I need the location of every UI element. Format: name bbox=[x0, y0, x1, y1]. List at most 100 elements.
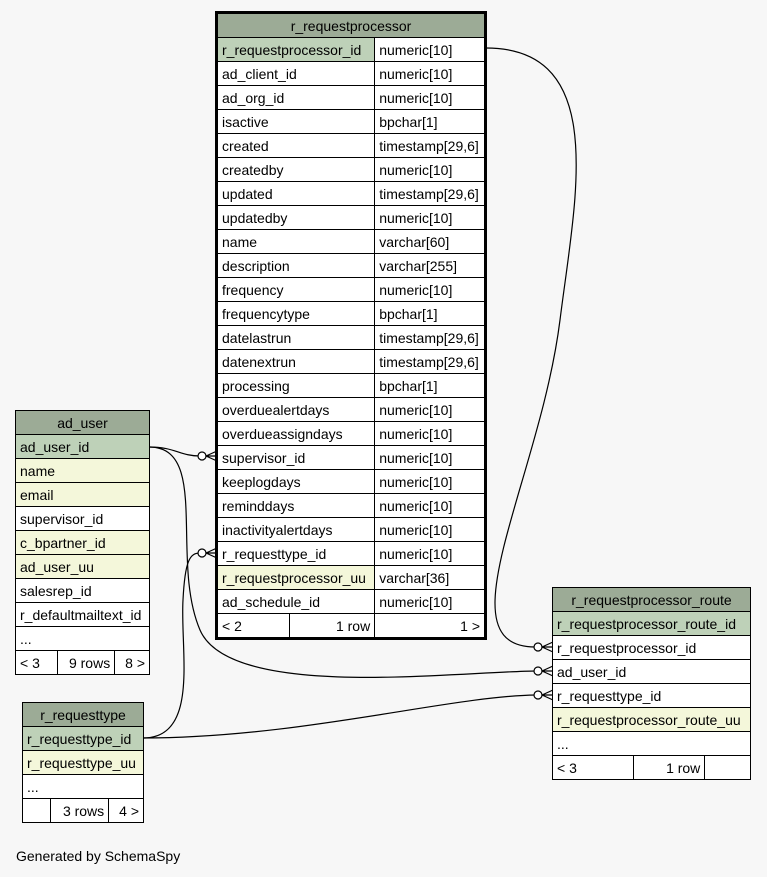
table-r-requestprocessor[interactable]: r_requestprocessor r_requestprocessor_id… bbox=[215, 11, 487, 640]
table-title[interactable]: r_requestprocessor bbox=[216, 12, 486, 38]
column-name[interactable]: ad_org_id bbox=[215, 85, 376, 110]
parents-count[interactable]: < 2 bbox=[216, 613, 290, 639]
column-name[interactable]: r_requestprocessor_id bbox=[215, 37, 376, 62]
column-name[interactable]: updated bbox=[215, 181, 376, 206]
column-name[interactable]: supervisor_id bbox=[15, 506, 150, 531]
column-name[interactable]: frequencytype bbox=[215, 301, 376, 326]
column-name[interactable]: ad_schedule_id bbox=[215, 589, 376, 614]
column-row[interactable]: c_bpartner_id bbox=[15, 530, 150, 555]
column-name[interactable]: updatedby bbox=[215, 205, 376, 230]
column-name[interactable]: overdueassigndays bbox=[215, 421, 376, 446]
column-name[interactable]: r_requestprocessor_route_uu bbox=[552, 707, 751, 732]
column-name[interactable]: datelastrun bbox=[215, 325, 376, 350]
column-row[interactable]: r_requestprocessor_route_uu bbox=[552, 707, 751, 732]
children-count[interactable]: 1 > bbox=[374, 613, 486, 639]
column-name[interactable]: frequency bbox=[215, 277, 376, 302]
column-name[interactable]: ... bbox=[22, 774, 144, 799]
column-name[interactable]: overduealertdays bbox=[215, 397, 376, 422]
parents-count[interactable]: < 3 bbox=[552, 755, 634, 780]
column-name[interactable]: r_requesttype_id bbox=[215, 541, 376, 566]
column-name[interactable]: ... bbox=[552, 731, 751, 756]
table-title[interactable]: r_requesttype bbox=[22, 702, 144, 727]
table-title[interactable]: ad_user bbox=[15, 410, 150, 435]
column-row[interactable]: r_requesttype_uu bbox=[22, 750, 144, 775]
column-row[interactable]: r_requesttype_id bbox=[552, 683, 751, 708]
table-r-requestprocessor-route[interactable]: r_requestprocessor_route r_requestproces… bbox=[552, 587, 751, 780]
column-row[interactable]: ad_user_id bbox=[552, 659, 751, 684]
column-row[interactable]: r_requesttype_id bbox=[22, 726, 144, 751]
column-row[interactable]: ... bbox=[22, 774, 144, 799]
column-row[interactable]: name bbox=[15, 458, 150, 483]
column-name[interactable]: inactivityalertdays bbox=[215, 517, 376, 542]
column-row[interactable]: ad_user_id bbox=[15, 434, 150, 459]
column-row[interactable]: ... bbox=[552, 731, 751, 756]
column-name[interactable]: r_requesttype_id bbox=[22, 726, 144, 751]
column-name[interactable]: supervisor_id bbox=[215, 445, 376, 470]
column-name[interactable]: ad_user_uu bbox=[15, 554, 150, 579]
column-name[interactable]: created bbox=[215, 133, 376, 158]
column-name[interactable]: ... bbox=[15, 626, 150, 651]
column-row[interactable]: ... bbox=[15, 626, 150, 651]
column-name[interactable]: ad_user_id bbox=[552, 659, 751, 684]
column-name[interactable]: ad_user_id bbox=[15, 434, 150, 459]
column-row[interactable]: supervisor_id bbox=[15, 506, 150, 531]
column-name[interactable]: c_bpartner_id bbox=[15, 530, 150, 555]
column-name[interactable]: r_requestprocessor_route_id bbox=[552, 611, 751, 636]
column-name[interactable]: salesrep_id bbox=[15, 578, 150, 603]
column-row[interactable]: email bbox=[15, 482, 150, 507]
column-name[interactable]: r_requesttype_uu bbox=[22, 750, 144, 775]
column-name[interactable]: keeplogdays bbox=[215, 469, 376, 494]
column-name[interactable]: reminddays bbox=[215, 493, 376, 518]
column-name[interactable]: description bbox=[215, 253, 376, 278]
column-name[interactable]: r_defaultmailtext_id bbox=[15, 602, 150, 627]
column-name[interactable]: name bbox=[15, 458, 150, 483]
column-row[interactable]: ad_user_uu bbox=[15, 554, 150, 579]
column-row[interactable]: r_defaultmailtext_id bbox=[15, 602, 150, 627]
column-name[interactable]: email bbox=[15, 482, 150, 507]
children-count[interactable]: 8 > bbox=[114, 650, 150, 675]
parents-count[interactable] bbox=[21, 798, 52, 823]
column-row[interactable]: salesrep_id bbox=[15, 578, 150, 603]
column-row[interactable]: r_requestprocessor_route_id bbox=[552, 611, 751, 636]
column-name[interactable]: r_requestprocessor_uu bbox=[215, 565, 376, 590]
column-name[interactable]: r_requesttype_id bbox=[552, 683, 751, 708]
column-name[interactable]: name bbox=[215, 229, 376, 254]
children-count[interactable] bbox=[704, 755, 751, 780]
table-title[interactable]: r_requestprocessor_route bbox=[552, 587, 751, 612]
column-name[interactable]: ad_client_id bbox=[215, 61, 376, 86]
column-row[interactable]: r_requestprocessor_id bbox=[552, 635, 751, 660]
children-count[interactable]: 4 > bbox=[108, 798, 144, 823]
column-name[interactable]: createdby bbox=[215, 157, 376, 182]
column-name[interactable]: r_requestprocessor_id bbox=[552, 635, 751, 660]
column-name[interactable]: processing bbox=[215, 373, 376, 398]
column-name[interactable]: datenextrun bbox=[215, 349, 376, 374]
parents-count[interactable]: < 3 bbox=[15, 650, 58, 675]
column-name[interactable]: isactive bbox=[215, 109, 376, 134]
